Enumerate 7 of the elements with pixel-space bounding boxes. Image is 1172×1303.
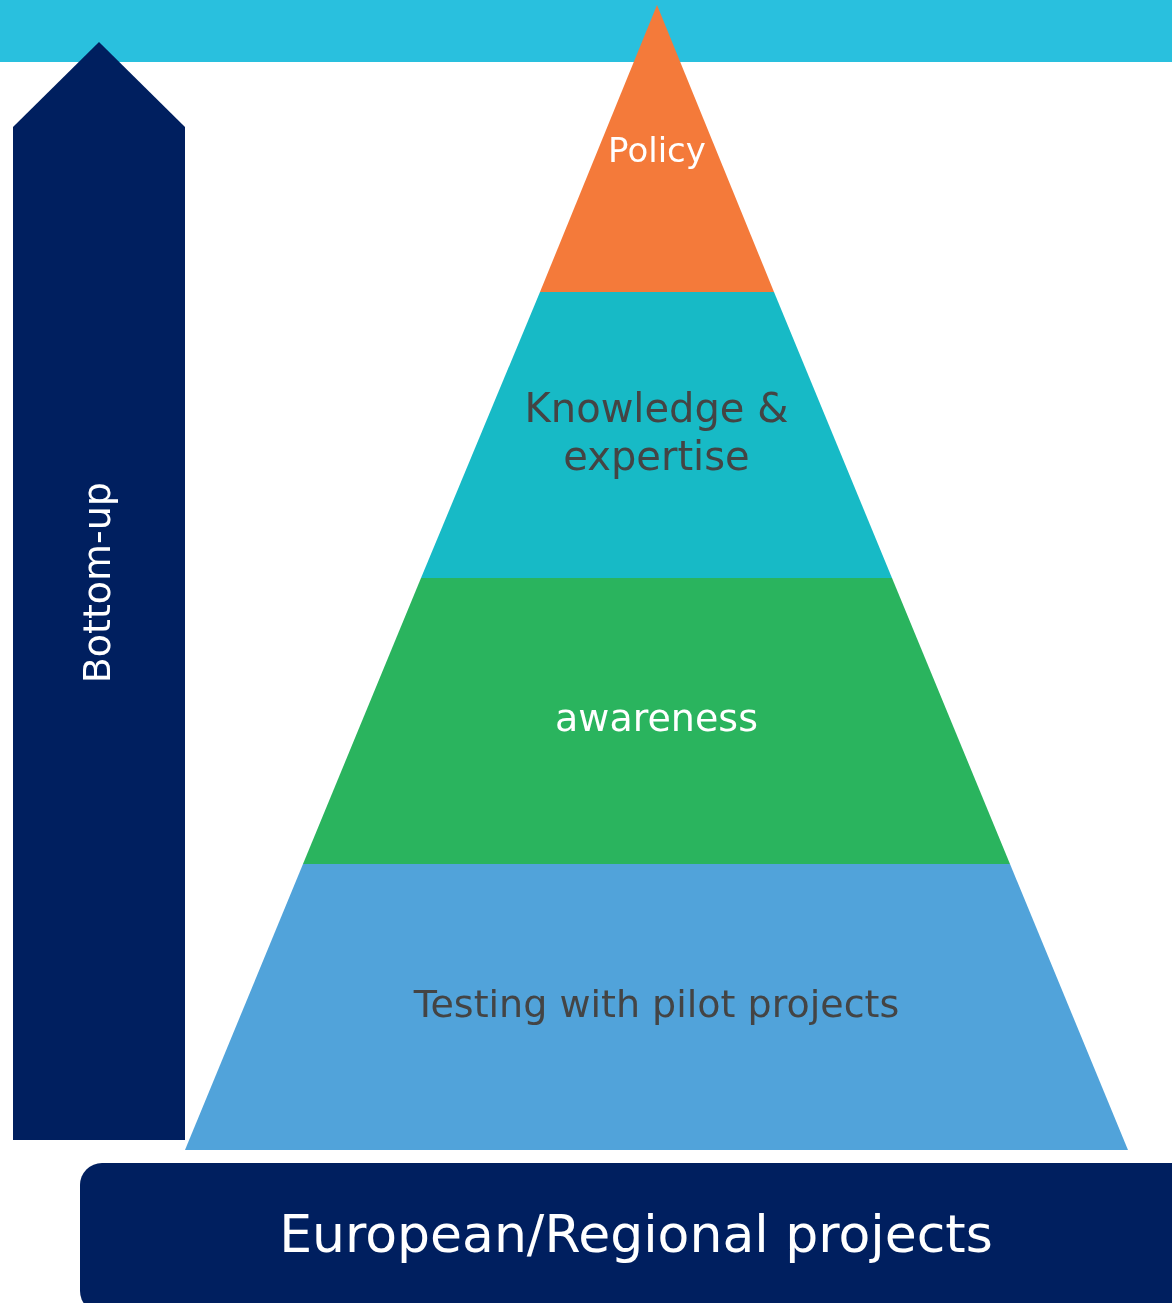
tier-label: awareness	[554, 696, 759, 742]
tier-label: Testing with pilot projects	[412, 982, 901, 1028]
tier-label: Policy	[607, 130, 707, 171]
arrow-label: Bottom-up	[75, 482, 120, 684]
tier-label: Knowledge & expertise	[523, 384, 790, 480]
base-label: European/Regional projects	[278, 1203, 994, 1266]
base-banner	[80, 1163, 1172, 1303]
